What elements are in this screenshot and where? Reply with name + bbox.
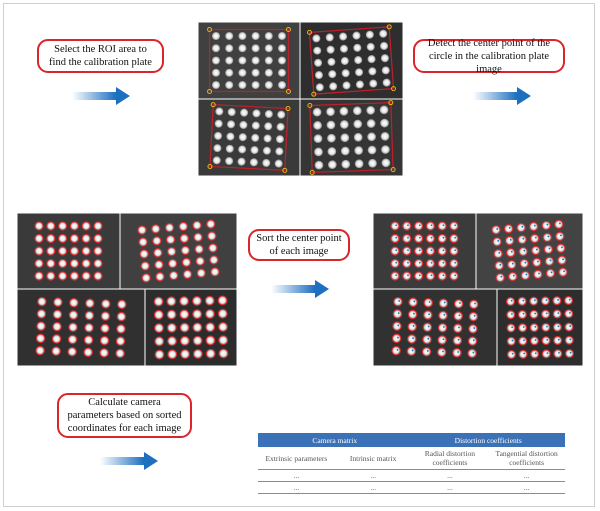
parameters-table: Camera matrix Distortion coefficients Ex… <box>258 433 565 494</box>
calibration-photos <box>198 22 403 176</box>
arrow-2-icon <box>473 86 533 106</box>
step-detect-text: Detect the center point of the circle in… <box>421 37 557 76</box>
table-cell: ... <box>488 482 565 494</box>
detected-centers-image-group <box>17 213 237 366</box>
table-cell: ... <box>258 482 335 494</box>
tangential-distortion-header: Tangential distortion coefficients <box>488 447 565 470</box>
step-detect-label: Detect the center point of the circle in… <box>413 39 565 73</box>
table-cell: ... <box>412 470 489 482</box>
table-row: ... ... ... ... <box>258 482 565 494</box>
table-row: ... ... ... ... <box>258 470 565 482</box>
arrow-3-icon <box>271 279 331 299</box>
sorted-centers-image-group <box>373 213 583 366</box>
intrinsic-matrix-header: Intrinsic matrix <box>335 447 412 470</box>
radial-distortion-header: Radial distortion coefficients <box>412 447 489 470</box>
step-sort-label: Sort the center point of each image <box>248 229 350 261</box>
step-roi-label: Select the ROI area to find the calibrat… <box>37 39 164 73</box>
step-sort-text: Sort the center point of each image <box>256 232 342 258</box>
roi-image-group <box>198 22 403 176</box>
camera-matrix-header: Camera matrix <box>258 433 412 447</box>
calibration-photos <box>17 213 237 366</box>
arrow-1-icon <box>72 86 132 106</box>
table-cell: ... <box>335 470 412 482</box>
step-calc-text: Calculate camera parameters based on sor… <box>65 396 184 435</box>
table-cell: ... <box>258 470 335 482</box>
table-cell: ... <box>488 470 565 482</box>
table-cell: ... <box>335 482 412 494</box>
extrinsic-parameters-header: Extrinsic parameters <box>258 447 335 470</box>
arrow-4-icon <box>100 451 160 471</box>
table-cell: ... <box>412 482 489 494</box>
calibration-photos <box>373 213 583 366</box>
step-roi-text: Select the ROI area to find the calibrat… <box>45 43 156 69</box>
distortion-coefficients-header: Distortion coefficients <box>412 433 566 447</box>
step-calc-label: Calculate camera parameters based on sor… <box>57 393 192 438</box>
